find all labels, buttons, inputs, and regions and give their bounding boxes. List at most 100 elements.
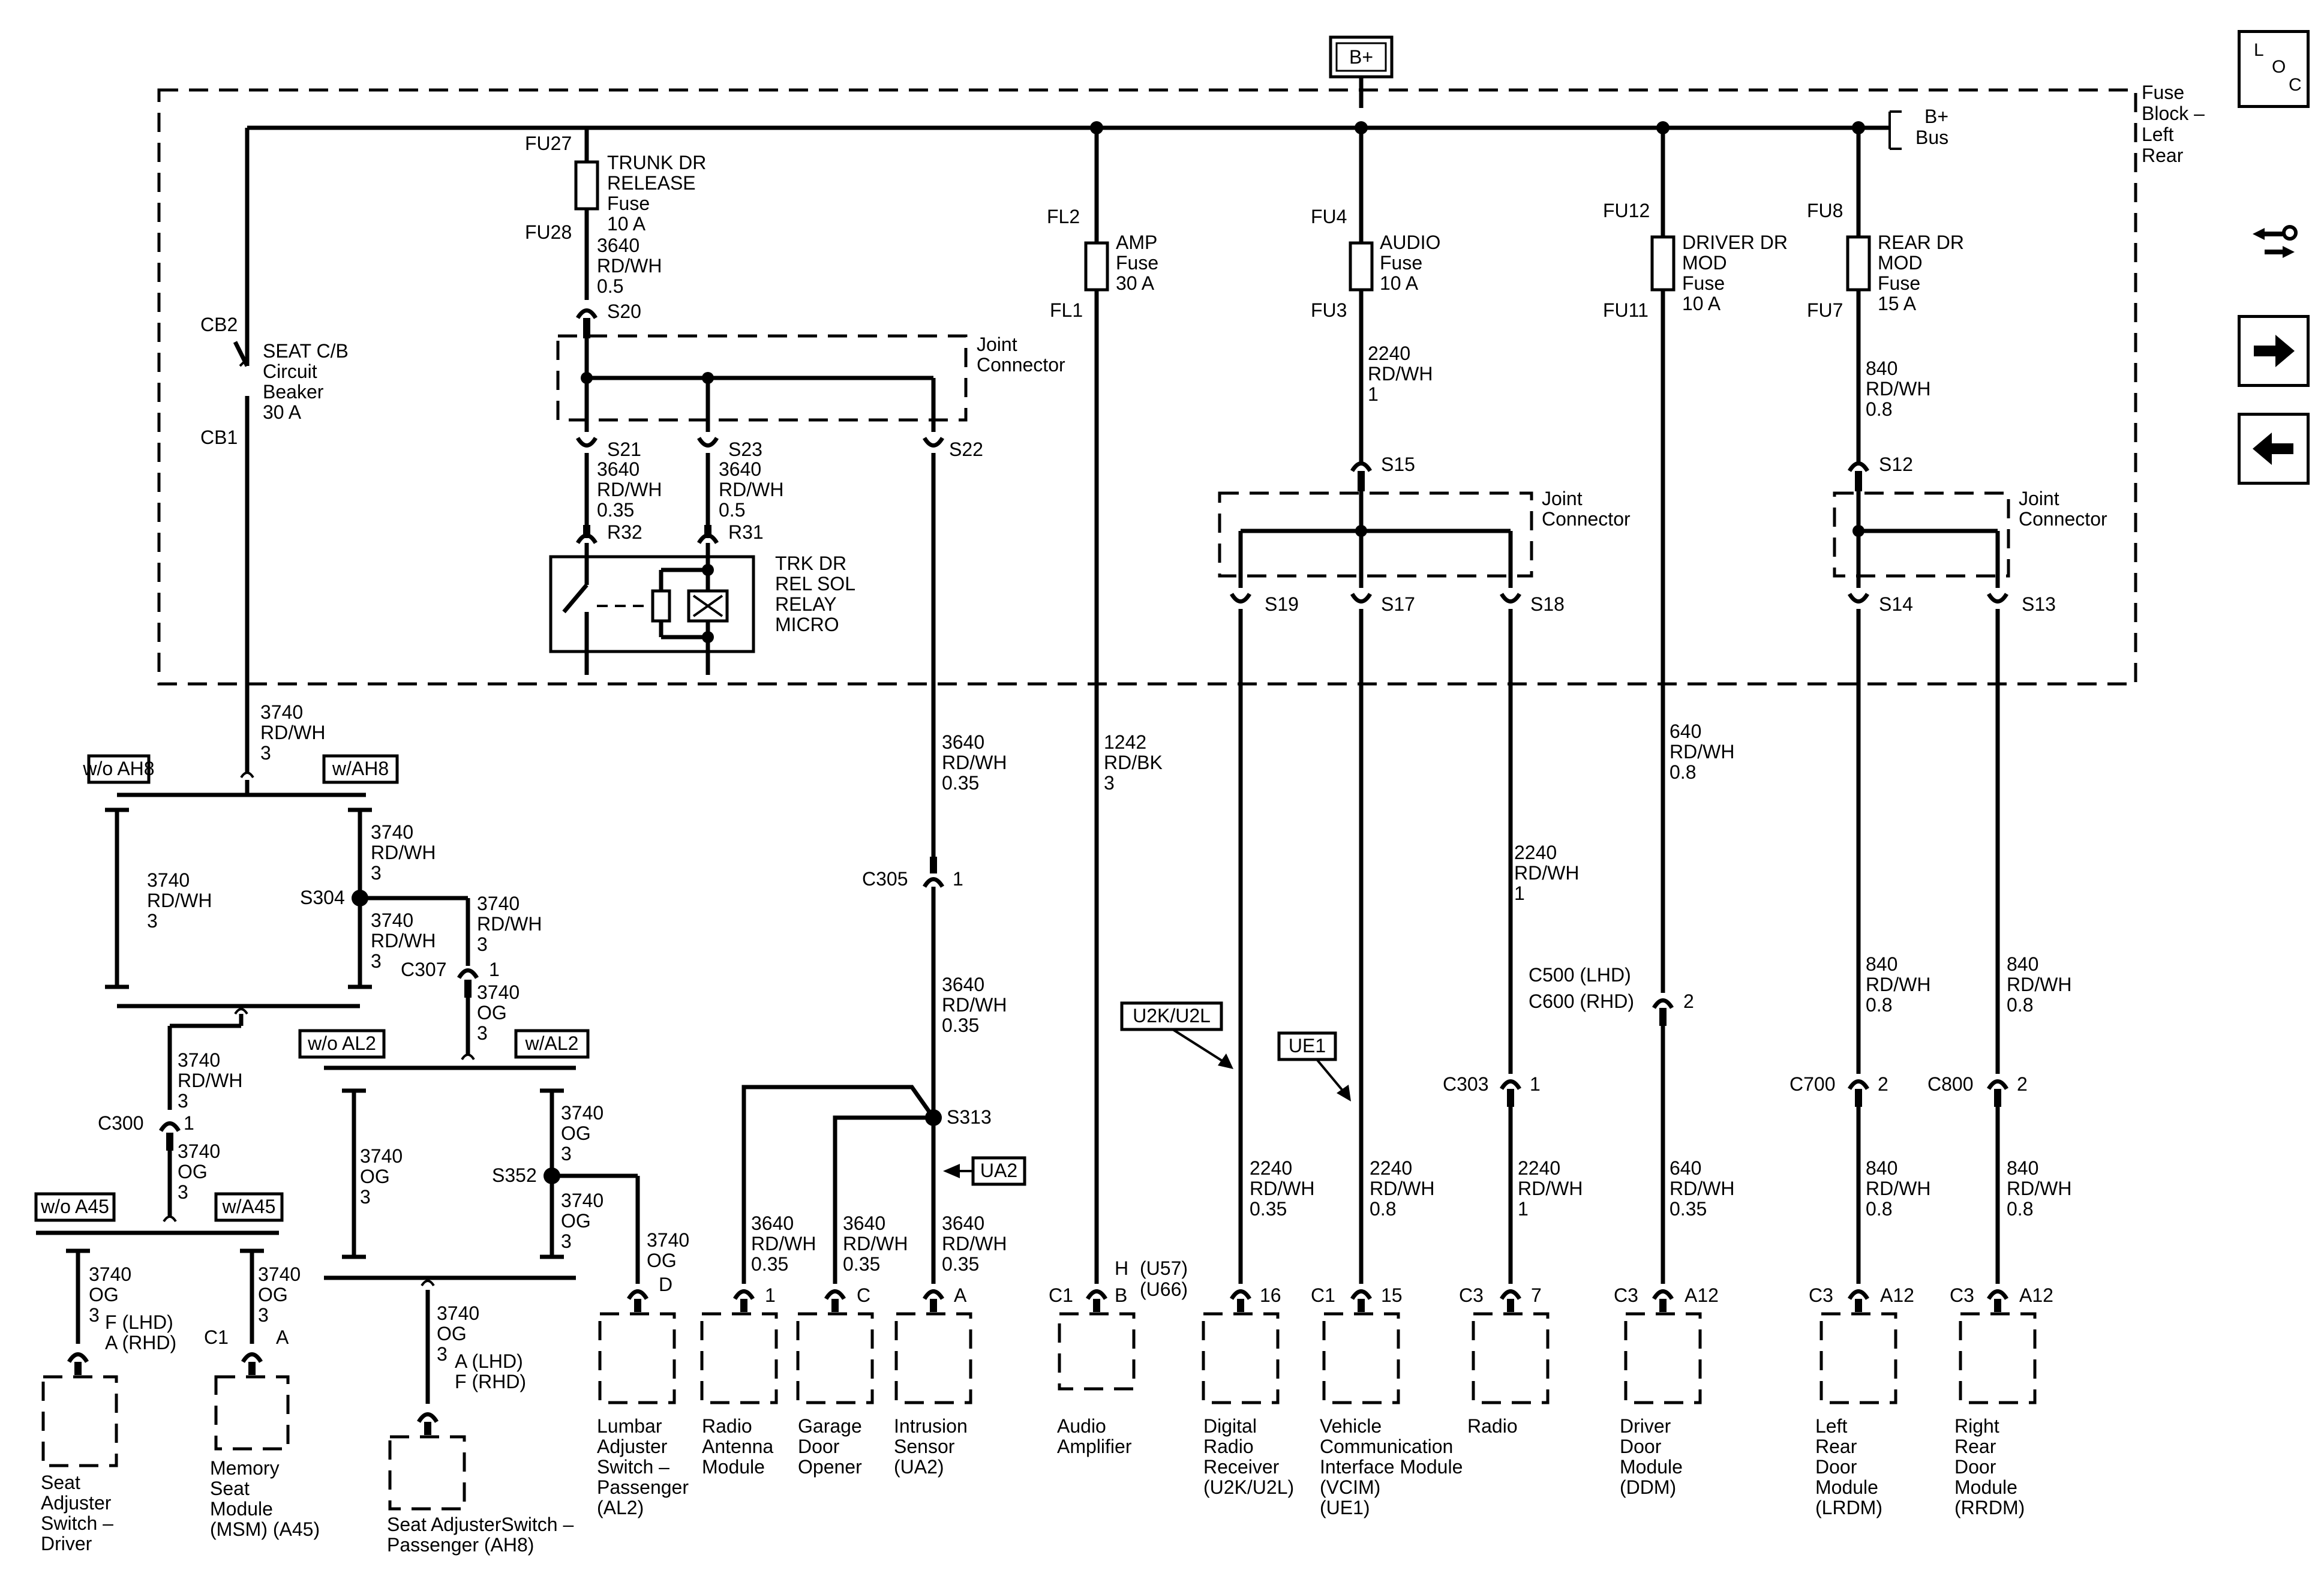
cb1-label: CB1 [200,427,238,448]
svg-text:RD/WH: RD/WH [1670,1178,1734,1199]
svg-text:640: 640 [1670,1157,1701,1179]
relay-label: TRK DR REL SOL RELAY MICRO [775,553,855,635]
svg-text:(UA2): (UA2) [894,1456,944,1478]
fuse-fu12-label: FU12 [1603,200,1650,221]
svg-text:Audio: Audio [1057,1415,1106,1437]
fuse-fu3-label: FU3 [1311,299,1347,321]
loc-icon[interactable]: L O C [2238,30,2310,108]
wire-s352-down: 3740 OG 3 [561,1190,603,1252]
svg-text:0.35: 0.35 [751,1253,788,1275]
svg-text:Radio: Radio [702,1415,752,1437]
prev-arrow-button[interactable] [2238,413,2310,485]
next-arrow-button[interactable] [2238,315,2310,387]
svg-text:AMP: AMP [1116,232,1157,253]
wire-intrusion: 3640 RD/WH 0.35 [942,1212,1007,1275]
label-right-rear-door-module: Right Rear Door Module (RRDM) [1954,1415,2025,1518]
svg-text:RD/WH: RD/WH [1518,1178,1583,1199]
svg-text:Digital: Digital [1203,1415,1257,1437]
module-pins [67,1289,2009,1435]
option-ue1 [1277,1031,1337,1061]
svg-text:7: 7 [1531,1284,1542,1306]
c700-label: C700 [1789,1073,1836,1095]
svg-text:Joint: Joint [1542,488,1583,509]
fuse-fu7-label: FU7 [1807,299,1843,321]
s17-label: S17 [1381,593,1415,615]
svg-text:Joint: Joint [2019,488,2059,509]
wire-al2-bypass: 3740 OG 3 [360,1145,403,1208]
svg-text:Switch –: Switch – [597,1456,669,1478]
svg-text:16: 16 [1260,1284,1281,1306]
label-passenger-seat-switch: Seat AdjusterSwitch – Passenger (AH8) [387,1514,574,1556]
svg-text:3740: 3740 [258,1263,301,1285]
fuse-fu4-label: FU4 [1311,206,1347,227]
svg-text:3740: 3740 [561,1102,603,1124]
svg-text:Antenna: Antenna [702,1436,773,1457]
s13-label: S13 [2022,593,2056,615]
svg-text:15 A: 15 A [1878,293,1917,314]
wire-radio-antenna: 3640 RD/WH 0.35 [751,1212,816,1275]
svg-text:Block –: Block – [2142,103,2205,124]
fuse-amp [1084,241,1109,292]
wire-c300: 3740 OG 3 [178,1140,220,1203]
seat-circuit-breaker-label: SEAT C/B Circuit Beaker 30 A [263,340,349,423]
cb2-label: CB2 [200,314,238,335]
svg-text:3640: 3640 [597,235,639,256]
c303-label: C303 [1443,1073,1489,1095]
wire-lumbar: 3740 OG [647,1229,689,1271]
svg-text:(MSM) (A45): (MSM) (A45) [210,1518,320,1540]
wire-s23: 3640 RD/WH 0.5 [719,458,783,521]
label-vcim: Vehicle Communication Interface Module (… [1320,1415,1463,1518]
option-wo-ah8 [87,754,151,784]
svg-text:3740: 3740 [647,1229,689,1251]
svg-text:B: B [1115,1284,1127,1306]
tools-icon[interactable] [2238,207,2310,279]
svg-text:w/o A45: w/o A45 [40,1196,109,1217]
svg-text:Module: Module [1620,1456,1683,1478]
svg-text:UA2: UA2 [980,1160,1017,1181]
svg-text:3640: 3640 [843,1212,885,1234]
wire-s21: 3640 RD/WH 0.35 [597,458,662,521]
svg-text:Fuse: Fuse [1116,252,1158,274]
label-intrusion-sensor: Intrusion Sensor (UA2) [894,1415,968,1478]
svg-text:RD/BK: RD/BK [1104,752,1163,773]
svg-text:RD/WH: RD/WH [942,1233,1007,1254]
svg-text:RD/WH: RD/WH [942,994,1007,1016]
svg-text:Radio: Radio [1467,1415,1518,1437]
wire-pass-seat: 3740 OG 3 [437,1302,479,1365]
svg-text:A12: A12 [2019,1284,2053,1306]
svg-text:Module: Module [702,1456,765,1478]
fuse-fu11-label: FU11 [1603,299,1649,321]
label-lumbar-switch: Lumbar Adjuster Switch – Passenger (AL2) [597,1415,689,1518]
svg-text:3: 3 [178,1181,188,1203]
s304-label: S304 [300,887,345,908]
svg-text:10 A: 10 A [607,213,646,235]
svg-text:w/o AL2: w/o AL2 [307,1032,376,1054]
svg-text:RD/WH: RD/WH [1514,862,1579,884]
svg-text:TRK DR: TRK DR [775,553,846,574]
c600-label: C600 (RHD) [1529,990,1634,1012]
svg-text:3: 3 [371,862,382,884]
svg-text:1: 1 [1530,1073,1541,1095]
svg-text:(DDM): (DDM) [1620,1476,1676,1498]
fuse-fl2-label: FL2 [1047,206,1080,227]
s313-label: S313 [947,1106,992,1128]
b-plus-label: B+ [1349,46,1373,68]
svg-text:OG: OG [89,1284,119,1305]
s22-label: S22 [949,439,983,460]
module-vcim [1322,1312,1400,1404]
svg-text:1242: 1242 [1104,731,1146,753]
svg-text:Adjuster: Adjuster [597,1436,668,1457]
svg-text:RD/WH: RD/WH [942,752,1007,773]
svg-text:Amplifier: Amplifier [1057,1436,1132,1457]
fuse-audio-name: AUDIO Fuse 10 A [1380,232,1440,294]
svg-text:TRUNK DR: TRUNK DR [607,152,706,173]
wire-s14: 840 RD/WH 0.8 [1866,953,1930,1016]
svg-text:2240: 2240 [1518,1157,1560,1179]
rear-joint-connector [1833,491,2010,578]
wire-3740-mid: 3740 RD/WH 3 [178,1049,242,1112]
svg-text:RD/WH: RD/WH [843,1233,908,1254]
wire-driver-seat: 3740 OG 3 [89,1263,131,1326]
svg-text:15: 15 [1381,1284,1403,1306]
svg-text:Fuse: Fuse [2142,82,2184,103]
svg-text:840: 840 [2007,1157,2038,1179]
